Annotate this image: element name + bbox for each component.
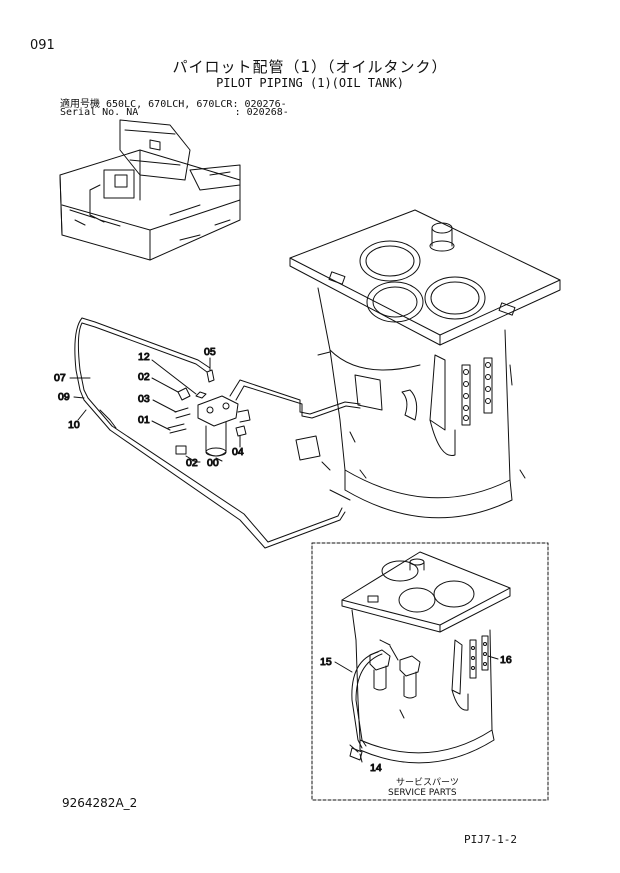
service-parts-label-english: SERVICE PARTS: [388, 788, 457, 798]
service-parts-label-japanese: サービスパーツ: [396, 778, 459, 788]
inspection-cover-c: [424, 276, 486, 320]
callout-03: 03: [138, 393, 150, 405]
callout-02-nut: 02: [186, 457, 198, 469]
port-block-column-right: [483, 357, 493, 414]
pilot-filter-assembly: [167, 369, 251, 457]
serial-applicability-line-1: 適用号機 650LC, 670LCH, 670LCR: 020276-: [60, 99, 287, 110]
document-number: 9264282A_2: [62, 796, 138, 810]
callout-14: 14: [370, 762, 382, 774]
callout-05: 05: [204, 346, 216, 358]
callout-00: 00: [207, 457, 219, 469]
filler-cap: [431, 222, 453, 234]
pilot-piping-lines: [74, 317, 361, 549]
part-05-plug: [206, 369, 215, 383]
callout-04: 04: [232, 446, 244, 458]
service-parts-tank: [341, 551, 511, 764]
service-parts-filter: [369, 649, 421, 699]
page-title-japanese: パイロット配管（1）（オイルタンク）: [172, 58, 448, 76]
machine-overview-illustration: [59, 119, 241, 261]
part-01-bolt: [167, 423, 187, 434]
part-03-bolt: [174, 407, 191, 419]
page-title-english: PILOT PIPING (1)(OIL TANK): [216, 76, 404, 90]
callout-leader-lines: [69, 357, 241, 463]
serial-applicability-line-2: Serial No. NA : 020268-: [60, 107, 289, 118]
page-number: 091: [30, 38, 55, 53]
callout-02-fitting: 02: [138, 371, 150, 383]
part-02-nut: [175, 445, 187, 455]
callout-07: 07: [54, 372, 66, 384]
callout-15: 15: [320, 656, 332, 668]
page-reference: PIJ7-1-2: [464, 833, 517, 846]
inspection-cover-a: [359, 240, 421, 282]
callout-09: 09: [58, 391, 70, 403]
service-parts-hose: [349, 639, 399, 761]
callout-16: 16: [500, 654, 512, 666]
callout-10: 10: [68, 419, 80, 431]
part-02-fitting: [177, 387, 191, 401]
hydraulic-oil-tank: [289, 209, 561, 519]
port-block-column-left: [461, 364, 471, 426]
suction-pipe: [429, 354, 446, 431]
part-04-plug: [235, 425, 247, 437]
callout-01: 01: [138, 414, 150, 426]
service-parts-box: [311, 542, 549, 801]
service-callout-leaders: [334, 655, 499, 763]
callout-12: 12: [138, 351, 150, 363]
mounting-bracket: [295, 435, 321, 461]
inspection-cover-b: [366, 281, 424, 323]
